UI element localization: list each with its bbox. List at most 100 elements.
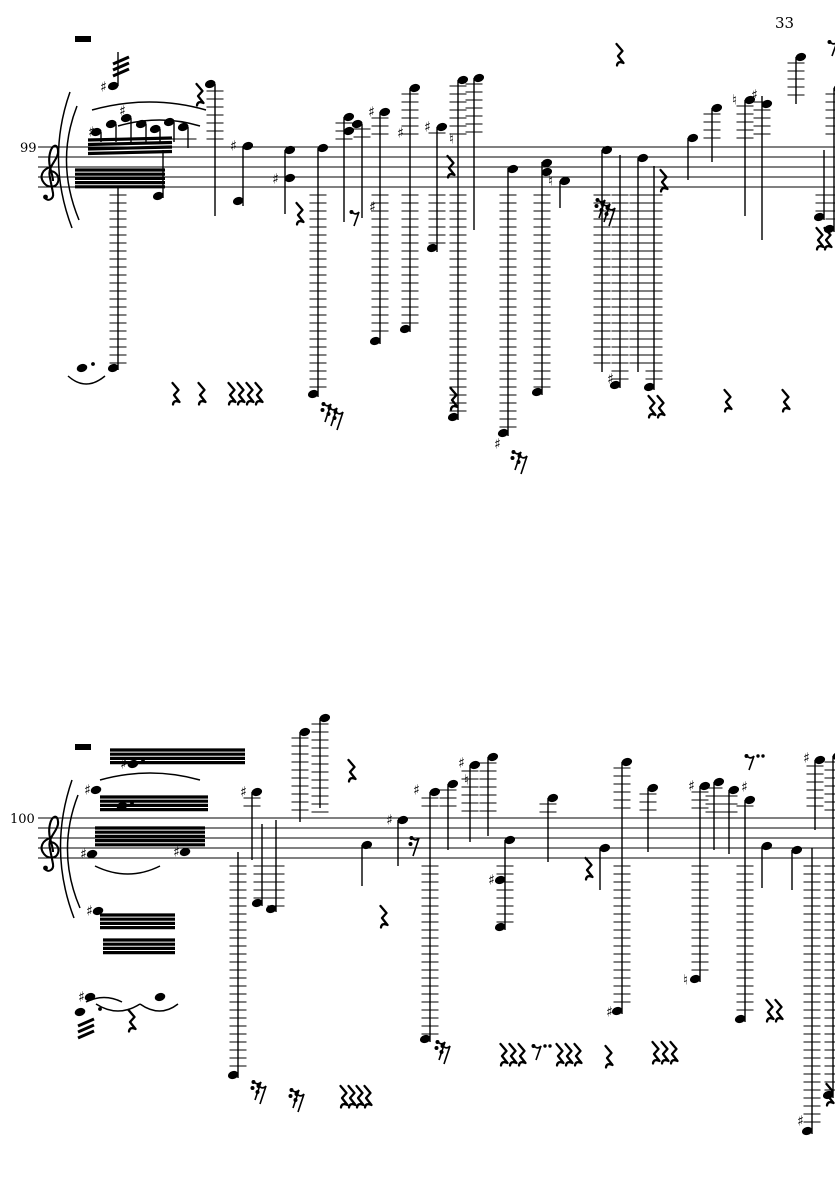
rest-icon [827, 40, 835, 57]
notehead [541, 158, 553, 168]
accidental: ♯ [606, 1005, 613, 1021]
breve-rest [75, 36, 91, 42]
rest-icon [599, 202, 611, 223]
notehead [379, 107, 391, 117]
note-column: ♯ [397, 83, 421, 334]
rest-icon [332, 410, 344, 431]
rest-icon [339, 1084, 349, 1109]
rest-icon [236, 381, 246, 406]
notehead [609, 380, 621, 390]
treble-clef-icon [40, 815, 60, 872]
notehead [744, 95, 756, 105]
rest-icon [439, 1044, 451, 1065]
rest-icon [508, 1042, 518, 1067]
rest-icon [531, 1044, 552, 1061]
note-column [361, 840, 373, 886]
notehead [409, 83, 421, 93]
notehead [299, 727, 311, 737]
notehead [647, 783, 659, 793]
measure-number-99: 99 [20, 141, 37, 156]
note-column [791, 845, 803, 890]
rest-icon [744, 754, 765, 771]
notehead [251, 898, 263, 908]
notehead [504, 835, 516, 845]
notehead [419, 1034, 431, 1044]
notehead [497, 428, 509, 438]
notehead [107, 363, 119, 373]
system-99: ♯♯♯♯♯♯♯♯♯♮♯♮♯♮♯ [38, 36, 835, 475]
notehead [307, 389, 319, 399]
notehead [242, 141, 254, 151]
note-column: ♯ [803, 751, 826, 830]
note-column [227, 852, 247, 1080]
notehead [76, 363, 88, 373]
note-column [531, 158, 553, 397]
rest-icon [604, 206, 616, 227]
accidental: ♯ [488, 873, 495, 889]
notehead [507, 164, 519, 174]
rest-icon [651, 1040, 661, 1065]
accidental: ♯ [413, 783, 420, 799]
accidental: ♯ [797, 1114, 804, 1130]
notehead [397, 815, 409, 825]
rest-icon [555, 1042, 565, 1067]
rest-icon [659, 168, 669, 193]
note-column [599, 843, 611, 890]
notehead [154, 992, 166, 1002]
note-column [107, 188, 127, 373]
note-column [629, 153, 649, 372]
treble-clef-icon [40, 144, 60, 201]
rest-icon [669, 1040, 679, 1065]
accidental: ♯ [688, 779, 695, 795]
accidental: ♮ [548, 174, 553, 190]
page-number: 33 [775, 14, 795, 32]
augmentation-dot [98, 1007, 102, 1011]
measure-number-100: 100 [10, 812, 35, 827]
note-column [177, 122, 197, 148]
rest-icon [723, 388, 733, 413]
note-column [703, 103, 723, 162]
notehead [232, 196, 244, 206]
notehead [547, 793, 559, 803]
note-column [787, 52, 807, 104]
beam-group [103, 938, 175, 955]
notehead [177, 122, 189, 132]
slur [117, 119, 201, 127]
notehead [687, 133, 699, 143]
notehead [611, 1006, 623, 1016]
notehead [284, 145, 296, 155]
breve-rest [75, 744, 91, 750]
notehead [469, 760, 481, 770]
note-column [351, 119, 371, 218]
notehead [92, 906, 104, 916]
note-column [593, 145, 613, 372]
rest-icon [517, 1042, 527, 1067]
note-column: ♯ [606, 757, 633, 1021]
note-column: ♮ [439, 773, 469, 850]
notehead [227, 1070, 239, 1080]
note-column: ♯ [386, 813, 409, 866]
note-column: ♯♮ [683, 779, 711, 989]
accidental: ♯ [741, 780, 748, 796]
notehead [473, 73, 485, 83]
note-column [479, 752, 499, 836]
note-column [447, 75, 469, 422]
rest-icon [823, 226, 833, 251]
rest-icon [660, 1040, 670, 1065]
note-column [705, 777, 725, 850]
note-column: ♯ [230, 139, 254, 206]
slur [139, 1003, 179, 1012]
rest-icon [250, 1080, 262, 1101]
notehead [74, 1007, 86, 1017]
rest-icon [615, 42, 625, 67]
rest-icon [594, 198, 606, 219]
slur [94, 865, 161, 875]
notehead [487, 752, 499, 762]
note-column [813, 150, 833, 222]
note-column: ♮ [548, 174, 571, 208]
note-column [734, 795, 756, 1024]
notehead [179, 847, 191, 857]
accidental: ♯ [369, 200, 376, 216]
rest-icon [363, 1084, 373, 1109]
